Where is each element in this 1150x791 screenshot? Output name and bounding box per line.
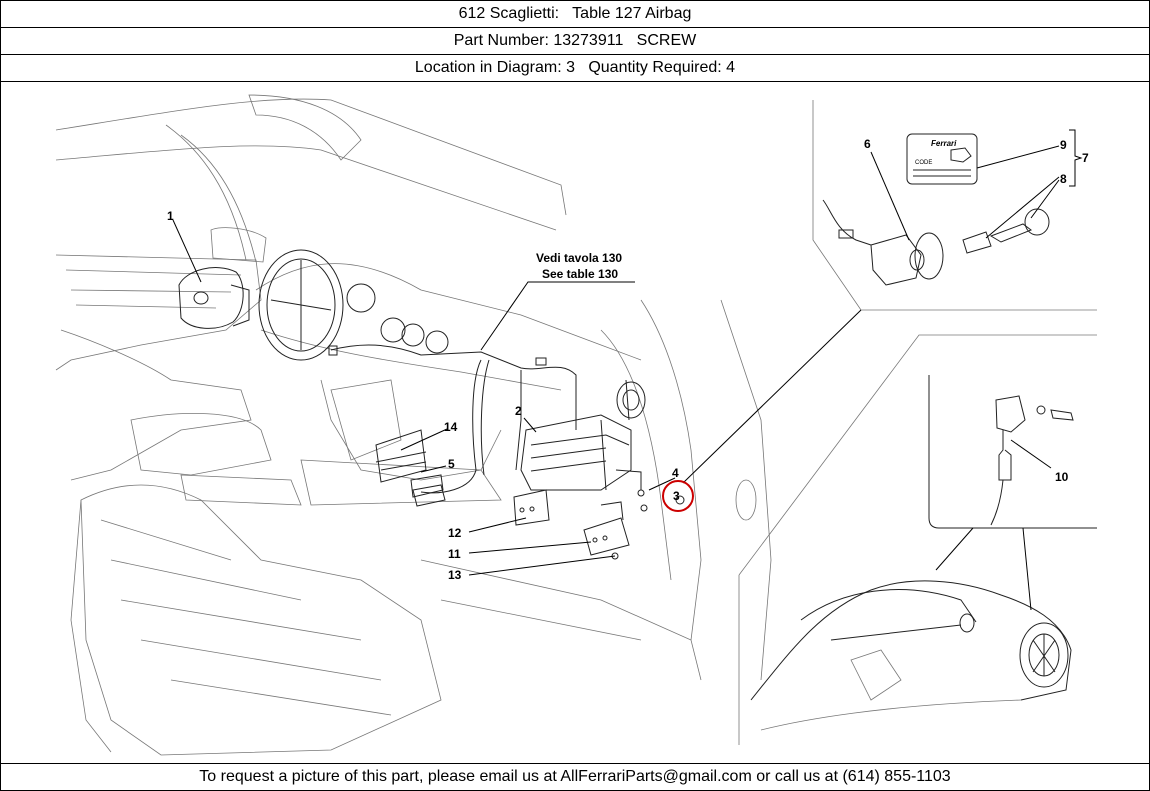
callout-2: 2 [515,404,522,418]
callout-4: 4 [672,466,679,480]
callout-11: 11 [448,547,461,561]
callout-13: 13 [448,568,462,582]
card-code-label: CODE [915,160,932,166]
callout-9: 9 [1060,138,1067,152]
callout-8: 8 [1060,172,1067,186]
callout-1: 1 [167,209,174,223]
driver-airbag-module [178,267,250,329]
car-sensor-inset [738,334,1097,745]
location-quantity-line: Location in Diagram: 3 Quantity Required… [1,55,1149,82]
contact-footer: To request a picture of this part, pleas… [1,763,1149,790]
ferrari-card-logo: Ferrari [931,139,957,148]
callout-5: 5 [448,457,455,471]
see-table-italian: Vedi tavola 130 [536,251,622,265]
callout-3: 3 [673,489,680,503]
location-3-highlight-ring [662,480,694,512]
part-number-line: Part Number: 13273911 SCREW [1,28,1149,55]
callout-14: 14 [444,420,458,434]
callout-7: 7 [1082,151,1089,165]
airbag-control-unit [375,429,446,507]
model-table-title: 612 Scaglietti: Table 127 Airbag [1,1,1149,28]
callout-12: 12 [448,526,462,540]
mounting-brackets [513,489,685,560]
callout-10: 10 [1055,470,1069,484]
callout-labels: 1 2 3 4 5 6 7 8 9 10 11 12 13 14 Vedi ta… [167,137,1089,582]
see-table-english: See table 130 [542,267,618,281]
cabin-linework [55,94,772,756]
passenger-airbag-module [520,379,642,491]
exploded-view-drawing: CODE Ferrari [55,94,1097,756]
leader-lines [172,145,1060,611]
callout-6: 6 [864,137,871,151]
parts-diagram: CODE Ferrari [1,82,1149,762]
key-lock-inset: CODE Ferrari [812,100,1097,311]
